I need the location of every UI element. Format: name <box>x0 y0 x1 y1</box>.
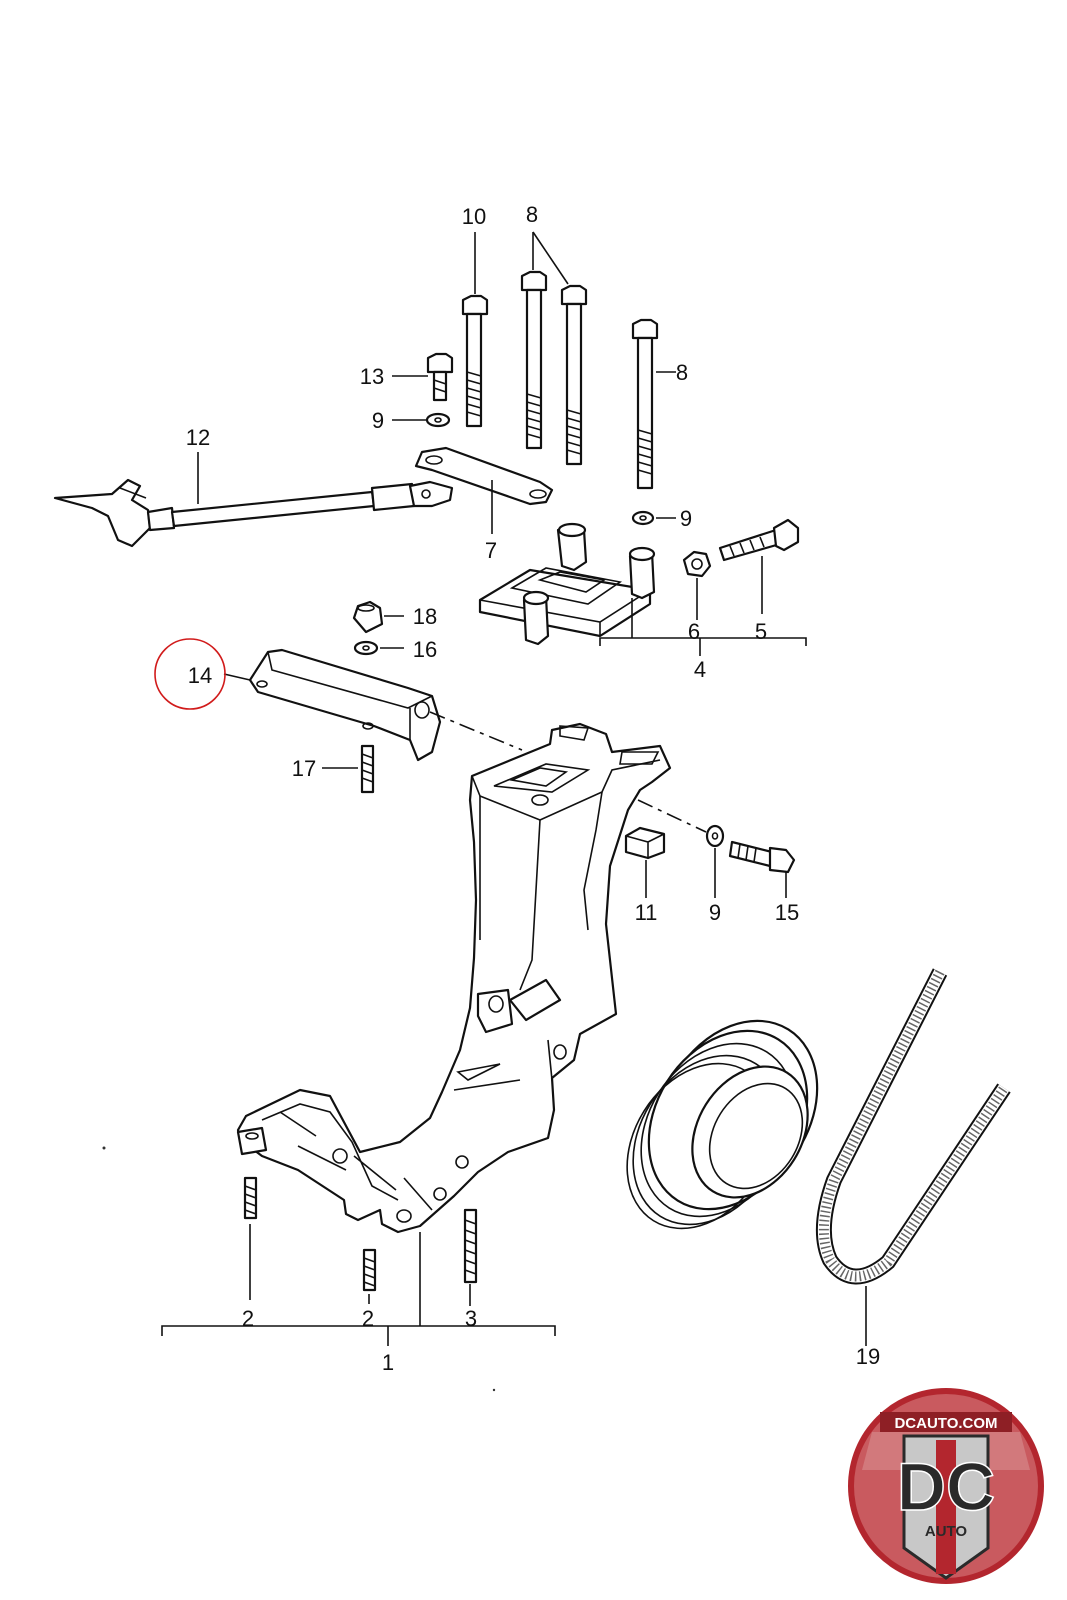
bolt-8c <box>631 318 659 490</box>
callout-8a[interactable]: 8 <box>526 202 538 227</box>
callout-1[interactable]: 1 <box>382 1350 394 1375</box>
assembly-dash-lines <box>429 711 707 833</box>
stud-2b <box>362 1248 377 1292</box>
callout-10[interactable]: 10 <box>462 204 486 229</box>
part-7-bracket <box>414 446 554 506</box>
callout-13[interactable]: 13 <box>360 364 384 389</box>
callout-16[interactable]: 16 <box>413 637 437 662</box>
part-12-cable <box>53 478 454 548</box>
leader-lines <box>161 231 867 1346</box>
callout-7[interactable]: 7 <box>485 538 497 563</box>
bolt-5 <box>718 518 800 562</box>
callout-14[interactable]: 14 <box>188 663 212 688</box>
callout-9c[interactable]: 9 <box>709 900 721 925</box>
logo-site-text: DCAUTO.COM <box>894 1415 997 1432</box>
logo-mark-text: DC <box>897 1449 995 1525</box>
stud-3 <box>463 1208 478 1284</box>
logo-sub-text: AUTO <box>925 1523 968 1540</box>
belt-19 <box>815 968 1011 1285</box>
washer-9a <box>425 412 451 428</box>
bolt-10 <box>461 294 489 428</box>
part-4-mount <box>478 522 656 646</box>
callout-4[interactable]: 4 <box>694 657 706 682</box>
callout-5[interactable]: 5 <box>755 619 767 644</box>
nut-18 <box>352 600 384 634</box>
stud-17 <box>360 744 375 794</box>
callout-6[interactable]: 6 <box>688 619 700 644</box>
bolt-15 <box>728 840 796 874</box>
callout-2b[interactable]: 2 <box>362 1306 374 1331</box>
bolt-8b <box>560 284 588 466</box>
callout-11[interactable]: 11 <box>635 900 658 925</box>
washer-9c <box>705 824 725 848</box>
bolt-8a <box>520 270 548 450</box>
callout-19[interactable]: 19 <box>856 1344 880 1369</box>
callout-labels: 10 8 8 13 9 12 7 9 6 5 4 18 16 14 17 11 … <box>186 202 880 1375</box>
callout-18[interactable]: 18 <box>413 604 437 629</box>
part-1-console <box>236 722 672 1234</box>
callout-9b[interactable]: 9 <box>680 506 692 531</box>
bolt-13 <box>426 352 454 402</box>
nut-6 <box>682 550 712 578</box>
callout-17[interactable]: 17 <box>292 756 316 781</box>
callout-12[interactable]: 12 <box>186 425 210 450</box>
highlight-circle-14 <box>154 638 226 710</box>
callout-8b[interactable]: 8 <box>676 360 688 385</box>
callout-9a[interactable]: 9 <box>372 408 384 433</box>
callout-3[interactable]: 3 <box>465 1306 477 1331</box>
callout-15[interactable]: 15 <box>775 900 799 925</box>
pulley <box>626 1019 819 1230</box>
dcauto-logo: DCAUTO.COM DC AUTO <box>848 1388 1044 1584</box>
nut-11 <box>624 826 666 860</box>
washer-16 <box>353 640 379 656</box>
stud-2a <box>243 1176 258 1220</box>
callout-2a[interactable]: 2 <box>242 1306 254 1331</box>
washer-9b <box>631 510 655 526</box>
part-14-bracket <box>248 648 442 762</box>
